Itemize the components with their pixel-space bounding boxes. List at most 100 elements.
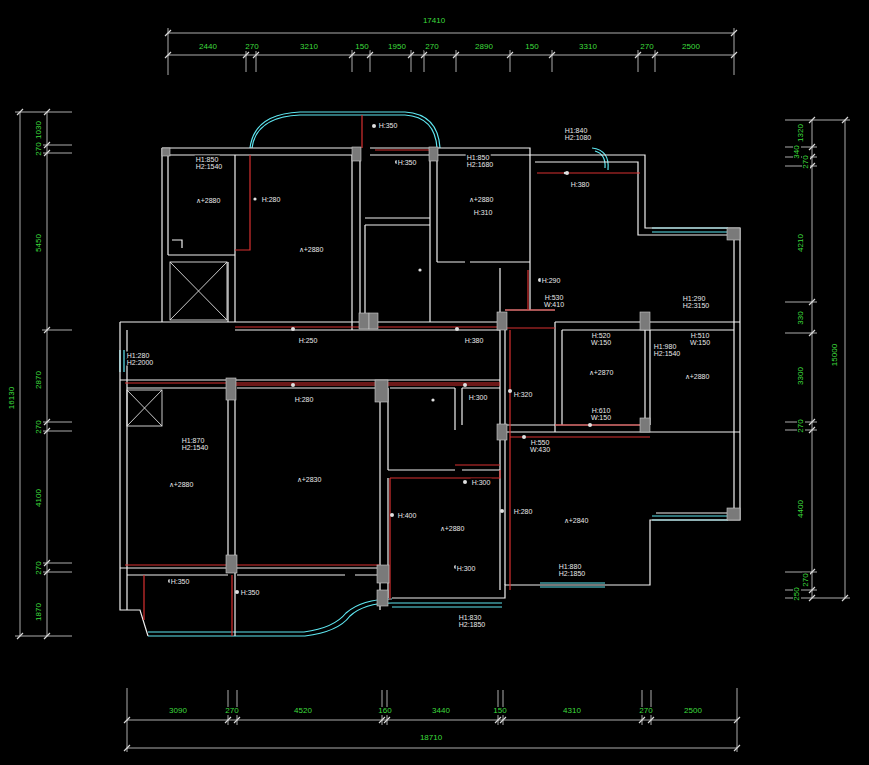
room-annotation: H2:3150 [682,302,710,309]
dimension-value: 4400 [797,499,805,519]
room-annotation: H:350 [240,589,261,596]
room-annotation: H2:2000 [126,359,154,366]
room-annotation: H2:1540 [653,350,681,357]
red-service-lines [125,115,650,636]
room-annotation: H:250 [298,337,319,344]
room-annotation: W:150 [590,414,612,421]
dimension-value: 3300 [797,366,805,386]
room-annotation: H:530 [544,294,565,301]
room-annotation: H1:290 [682,295,707,302]
dimension-value: 270 [797,418,805,433]
dimension-value: 1030 [35,120,43,140]
room-annotation: H1:880 [558,563,583,570]
room-annotation: W:150 [689,339,711,346]
dimension-value: 16130 [8,386,16,410]
dimension-value: 330 [797,310,805,325]
room-annotation: H1:830 [458,614,483,621]
dimension-value: 160 [377,707,392,715]
dimension-value: 3210 [299,43,319,51]
dimension-value: 270 [224,707,239,715]
room-annotation: H:280 [261,196,282,203]
room-annotation: H2:1850 [558,570,586,577]
room-annotation: ∧+2870 [588,369,615,376]
room-annotation: H:300 [456,565,477,572]
dimension-value: 340 [793,144,801,159]
dimension-value: 270 [802,572,810,587]
room-annotation: H2:1080 [564,134,592,141]
room-annotation: H:320 [513,391,534,398]
dimension-value: 1950 [387,43,407,51]
room-annotation: H2:1540 [181,444,209,451]
room-annotation: H:610 [591,407,612,414]
room-annotation: ∧+2880 [439,525,466,532]
dimension-value: 4210 [797,233,805,253]
dimension-value: 270 [639,43,654,51]
room-annotation: W:430 [529,446,551,453]
dimension-lines [15,28,850,752]
room-annotation: H2:1680 [466,161,494,168]
room-annotation: H:350 [378,122,399,129]
room-annotation: H:510 [690,332,711,339]
dimension-value: 2870 [35,370,43,390]
room-annotation: H:380 [570,181,591,188]
room-annotation: H:300 [471,479,492,486]
shafts [127,262,227,426]
room-annotation: ∧+2880 [195,197,222,204]
room-annotation: H1:840 [564,127,589,134]
dimension-value: 1320 [797,123,805,143]
dimension-value: 5450 [35,233,43,253]
room-annotation: ∧+2880 [684,373,711,380]
dimension-value: 270 [638,707,653,715]
room-annotation: H:280 [294,396,315,403]
room-annotation: ∧+2880 [468,196,495,203]
room-annotation: H:520 [591,332,612,339]
room-annotation: H:380 [464,337,485,344]
room-annotation: ∧+2880 [298,246,325,253]
dimension-value: 270 [35,419,43,434]
dimension-value: 17410 [422,17,446,25]
dimension-value: 270 [802,154,810,169]
dimension-value: 150 [354,43,369,51]
room-annotation: ∧+2880 [168,481,195,488]
room-annotation: H1:280 [126,352,151,359]
dimension-value: 250 [793,586,801,601]
dimension-value: 15000 [831,343,839,367]
room-annotation: H:280 [513,508,534,515]
dimension-value: 270 [35,141,43,156]
dimension-value: 2500 [683,707,703,715]
dimension-value: 3440 [431,707,451,715]
room-annotation: ∧+2840 [563,517,590,524]
dimension-value: 2440 [198,43,218,51]
room-annotation: H1:980 [653,343,678,350]
dimension-value: 150 [492,707,507,715]
columns [162,147,740,606]
room-annotation: H:300 [468,394,489,401]
room-annotation: H2:1850 [458,621,486,628]
dimension-value: 18710 [419,734,443,742]
room-annotation: ∧+2830 [296,476,323,483]
room-annotation: H:550 [530,439,551,446]
room-annotation: W:410 [543,301,565,308]
room-annotation: H1:850 [195,156,220,163]
room-annotation: W:150 [590,339,612,346]
dimension-value: 270 [244,43,259,51]
dimension-value: 3310 [578,43,598,51]
room-annotation: H:400 [397,512,418,519]
room-annotation: H1:870 [181,437,206,444]
room-annotation: H:310 [473,209,494,216]
room-annotation: H:290 [541,277,562,284]
windows-and-bays [120,112,728,636]
dimension-value: 1870 [35,602,43,622]
walls [120,148,740,636]
dimension-value: 2890 [474,43,494,51]
room-annotation: H:350 [170,578,191,585]
socket-dots [168,124,592,594]
room-annotation: H2:1540 [195,163,223,170]
dimension-value: 3090 [168,707,188,715]
dimension-value: 270 [424,43,439,51]
dimension-value: 270 [35,560,43,575]
dimension-value: 2500 [681,43,701,51]
